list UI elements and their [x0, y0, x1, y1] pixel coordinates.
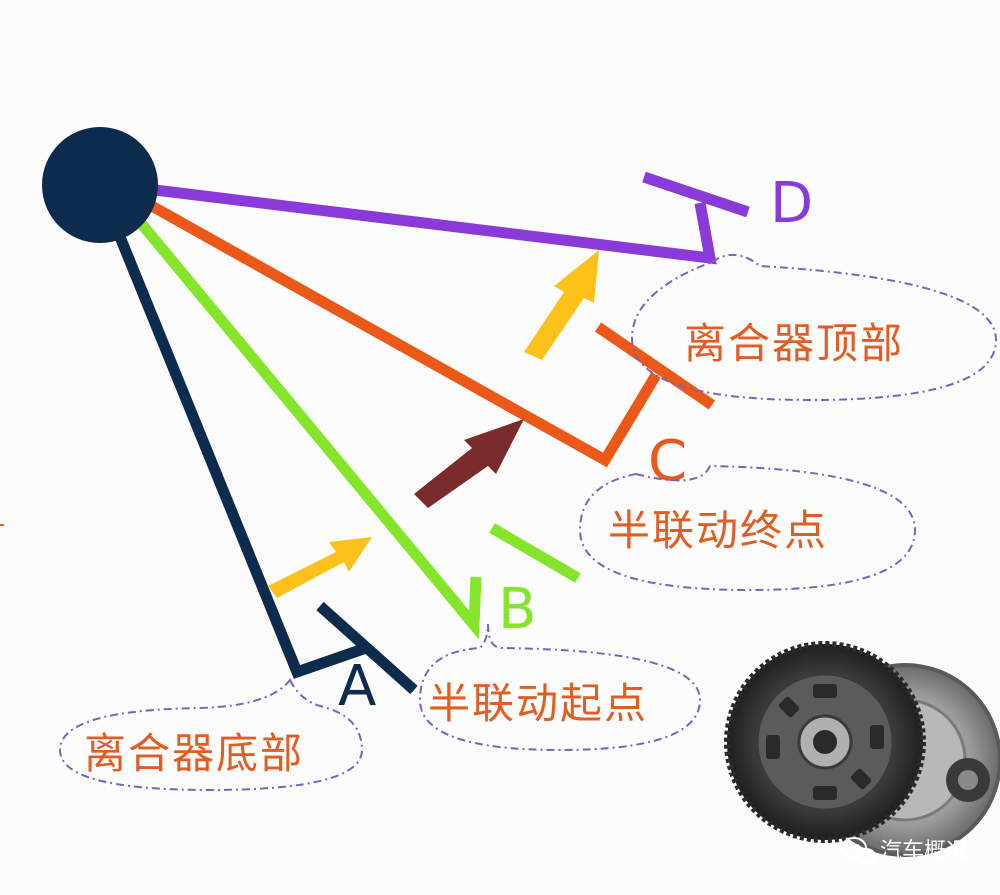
lever-a [112, 229, 418, 695]
caption-b: 半联动起点 [428, 679, 648, 728]
bubble-a: 离合器底部 [58, 678, 364, 792]
label-c: C [648, 429, 687, 494]
bubble-c: 半联动终点 [578, 464, 917, 592]
clutch-photo [724, 641, 1000, 857]
arrow-c-to-d [524, 250, 599, 360]
arrow-b-to-c [414, 419, 524, 508]
arrow-a-to-b [268, 537, 372, 598]
bubble-b: 半联动起点 [418, 623, 702, 752]
pivot-circle [42, 127, 158, 243]
lever-c [147, 200, 716, 468]
lever-b [135, 218, 581, 640]
caption-d: 离合器顶部 [684, 319, 904, 368]
bubble-d: 离合器顶部 [630, 254, 998, 402]
clutch-disc-icon [724, 641, 1000, 857]
watermark-text: 汽车概况 [880, 839, 968, 864]
label-d: D [770, 171, 813, 236]
caption-a: 离合器底部 [84, 729, 304, 778]
watermark: 汽车概况 [841, 837, 968, 864]
wechat-icon [841, 837, 876, 864]
lever-d [154, 171, 750, 265]
label-a: A [338, 654, 376, 719]
caption-c: 半联动终点 [608, 506, 828, 555]
label-b: B [498, 577, 536, 642]
